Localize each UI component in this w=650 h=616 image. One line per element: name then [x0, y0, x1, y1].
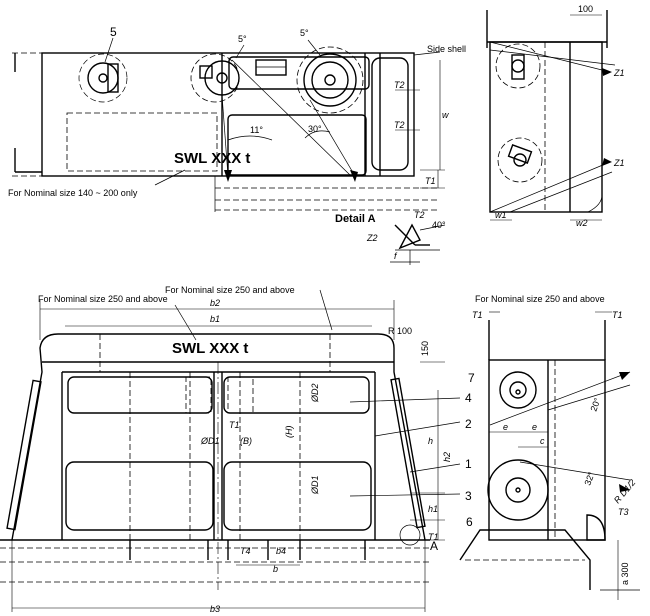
note-nominal-250-c: For Nominal size 250 and above — [475, 294, 605, 304]
dim-t3: T3 — [618, 507, 629, 517]
dim-20: 20° — [588, 396, 602, 413]
dim-b2: b2 — [210, 298, 220, 308]
callout-7: 7 — [468, 371, 475, 385]
side-view-top — [486, 10, 616, 221]
dim-r100: R 100 — [388, 326, 412, 336]
dim-e-b: e — [532, 422, 537, 432]
dim-t2-b: T2 — [394, 120, 405, 130]
dim-32: 32° — [582, 470, 596, 487]
dim-h2: h2 — [442, 452, 452, 462]
dim-h1: h1 — [428, 504, 438, 514]
callout-1: 1 — [465, 457, 472, 471]
dim-t1-mid: T1 — [229, 420, 240, 430]
dim-t-low: T1 — [428, 532, 439, 542]
dim-b4: b4 — [276, 546, 286, 556]
callout-5: 5 — [110, 25, 117, 39]
dim-t4: T4 — [240, 546, 251, 556]
detail-a-mark: A — [430, 539, 438, 553]
dim-z1-b: Z1 — [613, 158, 625, 168]
callout-4: 4 — [465, 391, 472, 405]
a300-label: a 300 — [620, 562, 630, 585]
dim-t1-br-b: T1 — [612, 310, 623, 320]
dim-d1-mid: ØD1 — [200, 436, 220, 446]
callout-6: 6 — [466, 515, 473, 529]
dim-w: w — [442, 110, 449, 120]
dim-t2-a: T2 — [394, 80, 405, 90]
note-nominal-250-b: For Nominal size 250 and above — [38, 294, 168, 304]
dim-d2: ØD2 — [310, 383, 320, 403]
dim-100-top: 100 — [578, 4, 593, 14]
dim-rd12: R D1/2 — [612, 477, 638, 505]
note-nominal-250-a: For Nominal size 250 and above — [165, 285, 295, 295]
plan-view — [12, 37, 445, 212]
dim-150: 150 — [420, 341, 430, 356]
dim-t1-br-a: T1 — [472, 310, 483, 320]
dim-t1-top: T1 — [425, 176, 436, 186]
dim-d1-low: ØD1 — [310, 475, 320, 495]
side-shell-label: Side shell — [427, 44, 466, 54]
dim-w2: w2 — [576, 218, 588, 228]
dim-5deg-a: 5° — [238, 34, 247, 44]
dim-40: 40° — [432, 220, 446, 230]
side-view-bottom — [459, 311, 640, 600]
dim-b: b — [273, 564, 278, 574]
dim-z2: Z2 — [366, 233, 378, 243]
dim-5deg-b: 5° — [300, 28, 309, 38]
callout-2: 2 — [465, 417, 472, 431]
detail-a — [390, 223, 446, 265]
dim-c: c — [540, 436, 545, 446]
dim-h-paren: (H) — [284, 426, 294, 439]
swl-label-top: SWL XXX t — [174, 150, 250, 167]
elevation-view — [0, 289, 461, 612]
dim-t2-detail: T2 — [414, 210, 425, 220]
dim-z1-a: Z1 — [613, 68, 625, 78]
detail-a-title: Detail A — [335, 213, 376, 225]
dim-b1: b1 — [210, 314, 220, 324]
dim-b3: b3 — [210, 604, 220, 614]
dim-angle-11: 11° — [250, 125, 263, 135]
dim-h: h — [428, 436, 433, 446]
note-nominal-140-200: For Nominal size 140 ~ 200 only — [8, 188, 138, 198]
dim-f: f — [394, 251, 398, 261]
callout-3: 3 — [465, 489, 472, 503]
dim-angle-30: 30° — [308, 124, 322, 134]
dim-e-a: e — [503, 422, 508, 432]
dim-w1: w1 — [495, 210, 507, 220]
dim-b-paren: (B) — [240, 436, 252, 446]
swl-label-bottom: SWL XXX t — [172, 340, 248, 357]
